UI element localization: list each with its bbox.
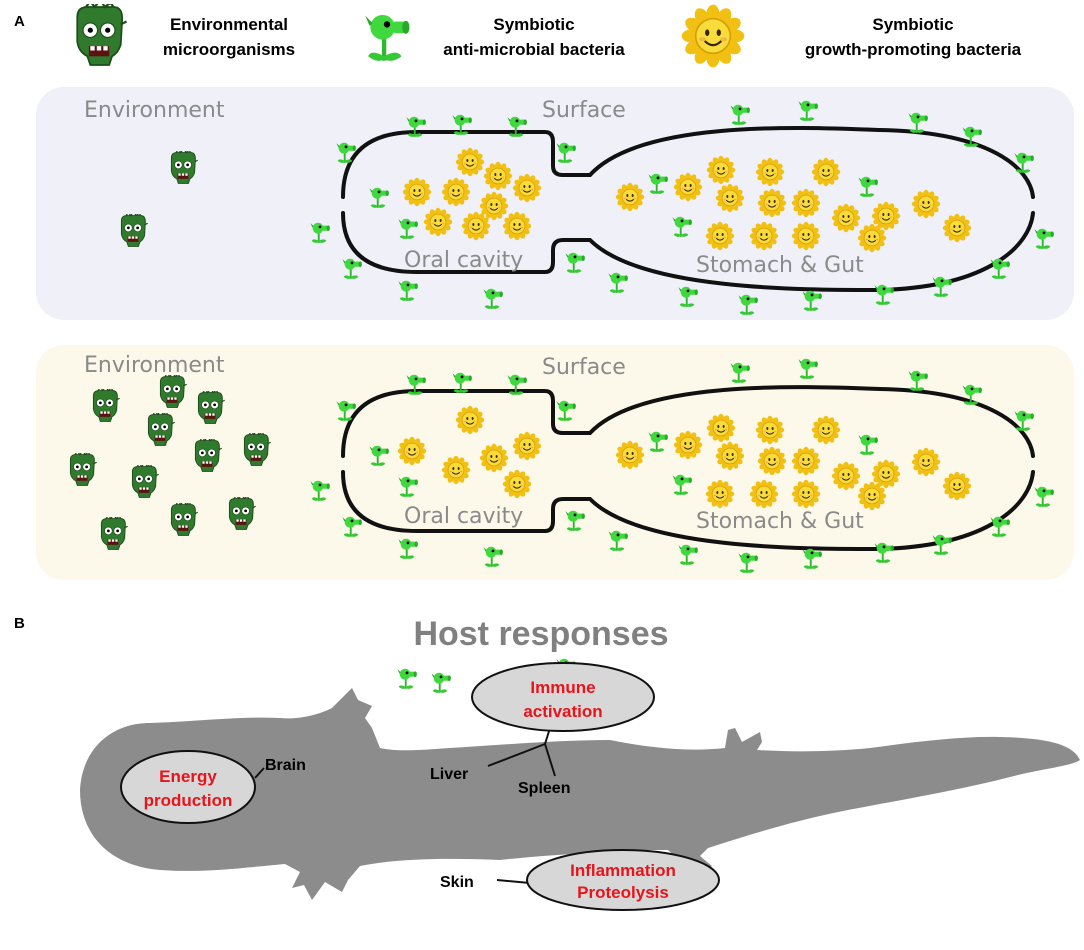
scene-top-background bbox=[36, 87, 1074, 320]
panel-b-label: B bbox=[14, 615, 25, 632]
scene-bottom-surface-label: Surface bbox=[542, 355, 626, 380]
immune-activation-ellipse bbox=[471, 662, 655, 732]
legend: Environmental microorganisms Symbiotic a… bbox=[76, 3, 1022, 69]
energy-line-2: production bbox=[144, 791, 233, 810]
skin-label: Skin bbox=[440, 874, 474, 891]
scene-top-oral-label: Oral cavity bbox=[404, 248, 523, 273]
inflammation-line-1: Inflammation bbox=[570, 861, 676, 880]
scene-bottom-oral-label: Oral cavity bbox=[404, 504, 523, 529]
spleen-label: Spleen bbox=[518, 780, 570, 797]
legend-zombie-line-1: Environmental bbox=[170, 15, 288, 34]
peashooter-icon bbox=[396, 667, 418, 690]
energy-production-ellipse bbox=[120, 750, 256, 824]
axolotl-silhouette bbox=[80, 688, 1080, 900]
inflammation-line-2: Proteolysis bbox=[577, 883, 669, 902]
leader-lines bbox=[254, 727, 556, 884]
scene-top-surface-label: Surface bbox=[542, 98, 626, 123]
legend-sunflower-line-2: growth-promoting bacteria bbox=[805, 40, 1022, 59]
liver-label: Liver bbox=[430, 766, 468, 783]
energy-line-1: Energy bbox=[159, 767, 217, 786]
scene-top-gut-label: Stomach & Gut bbox=[696, 253, 864, 278]
panel-a-label: A bbox=[14, 13, 25, 30]
legend-sunflower-line-1: Symbiotic bbox=[872, 15, 953, 34]
brain-label: Brain bbox=[265, 757, 306, 774]
scene-bottom-background bbox=[36, 345, 1074, 580]
legend-zombie-line-2: microorganisms bbox=[163, 40, 295, 59]
legend-peashooter-line-1: Symbiotic bbox=[493, 15, 574, 34]
legend-peashooter-icon bbox=[365, 15, 409, 61]
scene-bottom-environment-label: Environment bbox=[84, 353, 225, 378]
host-responses-title: Host responses bbox=[413, 615, 668, 653]
immune-line-1: Immune bbox=[530, 678, 595, 697]
immune-line-2: activation bbox=[523, 702, 602, 721]
scene-top-environment-label: Environment bbox=[84, 98, 225, 123]
inflammation-proteolysis-ellipse bbox=[526, 849, 720, 911]
scene-bottom-gut-label: Stomach & Gut bbox=[696, 509, 864, 534]
peashooter-icon bbox=[430, 671, 452, 694]
legend-peashooter-line-2: anti-microbial bacteria bbox=[443, 40, 625, 59]
legend-zombie-icon bbox=[76, 4, 128, 67]
legend-sunflower-icon bbox=[680, 3, 746, 69]
